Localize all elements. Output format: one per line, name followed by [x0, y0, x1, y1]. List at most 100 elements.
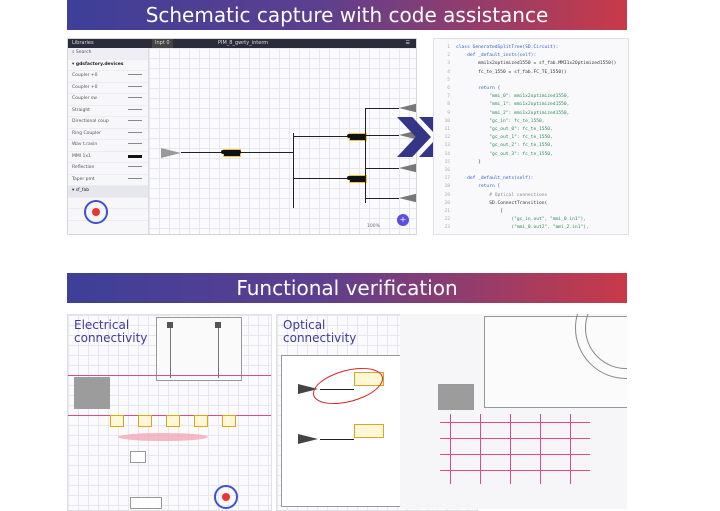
- library-item[interactable]: Directional coup: [68, 117, 148, 129]
- grating-coupler[interactable]: [298, 434, 318, 444]
- wire: [365, 135, 399, 136]
- library-item-label: Taper pmt: [72, 176, 95, 182]
- tab-inpt[interactable]: Inpt 0: [152, 39, 173, 48]
- library-item[interactable]: [68, 198, 148, 209]
- library-section-fab[interactable]: ▾ sf_fab: [68, 186, 148, 198]
- schematic-canvas[interactable]: + 100%: [149, 48, 416, 234]
- trace: [218, 328, 219, 378]
- line-number: 5: [447, 77, 450, 83]
- electrical-label-line2: connectivity: [74, 331, 148, 345]
- library-item[interactable]: [68, 209, 148, 221]
- grating-coupler-out-0[interactable]: [399, 103, 416, 113]
- coupler-symbol-icon: [128, 74, 142, 79]
- library-item[interactable]: Wav t.rasin: [68, 140, 148, 152]
- component-block[interactable]: [166, 415, 180, 427]
- component-block[interactable]: [194, 415, 208, 427]
- code-line: 20 SD.ConnectTransition(: [434, 201, 628, 208]
- wire: [365, 108, 399, 109]
- component-block[interactable]: [138, 415, 152, 427]
- code-text: "gc_out_0": fc_te_1550,: [456, 127, 553, 132]
- optical-label: Optical connectivity: [283, 319, 356, 345]
- line-number: 11: [444, 127, 450, 132]
- line-number: 10: [444, 118, 450, 124]
- component-block[interactable]: [222, 415, 236, 427]
- code-line: 19 # Optical connections: [434, 193, 628, 200]
- code-line: 8 "mmi_1": mmi1x2optimized1550,: [434, 102, 628, 109]
- component-block[interactable]: [110, 415, 124, 427]
- library-item-label: Straight: [72, 107, 90, 113]
- mmi-symbol-icon: [128, 154, 142, 162]
- code-text: "gc_out_2": fc_te_1550,: [456, 143, 553, 149]
- line-number: 18: [444, 184, 450, 190]
- library-item-label: Coupler +0: [72, 84, 98, 90]
- library-item[interactable]: Reflection: [68, 163, 148, 175]
- app-logo-icon: [84, 200, 108, 224]
- pad: [215, 322, 221, 328]
- port-dot: [237, 150, 241, 154]
- library-item-label: Reflection: [72, 165, 95, 170]
- code-line: 14 "gc_out_3": fc_te_1550,: [434, 152, 628, 159]
- verification-banner: Functional verification: [67, 273, 627, 303]
- highlight-net: [68, 375, 271, 376]
- code-text: ("gc_in.out", "mmi_0.in1"),: [456, 217, 586, 223]
- line-number: 4: [447, 69, 450, 75]
- code-line: 2 def _default_insts(self):: [434, 53, 628, 60]
- coupler-symbol-icon: [128, 120, 142, 125]
- straight-symbol-icon: [128, 108, 142, 114]
- zoom-level[interactable]: 100%: [367, 224, 380, 229]
- line-number: 9: [447, 110, 450, 116]
- code-line: 18 return [: [434, 184, 628, 191]
- line-number: 22: [444, 217, 450, 223]
- line-number: 3: [447, 61, 450, 67]
- library-item[interactable]: Straight: [68, 106, 148, 117]
- search-input[interactable]: ⌕ Search: [68, 48, 148, 60]
- plus-icon: +: [399, 215, 407, 224]
- wire: [293, 133, 294, 208]
- electrical-label-line1: Electrical: [74, 318, 130, 332]
- grating-coupler-out-2[interactable]: [399, 163, 416, 173]
- wire: [365, 198, 399, 199]
- waveguide-mesh: [440, 422, 590, 423]
- library-section-devices[interactable]: ▾ gdsfactory.devices: [68, 60, 148, 71]
- menu-icon[interactable]: ☰: [405, 40, 410, 46]
- library-sidebar: ⌕ Search ▾ gdsfactory.devices Coupler +0…: [68, 48, 149, 234]
- code-text: "gc_out_3": fc_te_1550,: [456, 151, 553, 157]
- search-icon: ⌕: [72, 50, 75, 55]
- library-item[interactable]: Coupler +0: [68, 71, 148, 83]
- library-item[interactable]: Taper pmt: [68, 175, 148, 186]
- component-block[interactable]: [130, 497, 162, 509]
- code-text: mmi1x2optimized1550 = sf_fab.MMI1x2Optim…: [456, 61, 617, 67]
- code-text: def _default_nets(self):: [456, 176, 534, 182]
- code-text: return [: [456, 184, 501, 190]
- line-number: 15: [444, 159, 450, 165]
- code-line: 17 def _default_nets(self):: [434, 176, 628, 183]
- code-text: "mmi_2": mmi1x2optimized1550,: [456, 110, 570, 116]
- optical-schematic: [281, 355, 409, 507]
- code-text: class GeneratedSplitTree(SD.Circuit):: [456, 45, 559, 50]
- chevron-down-icon: ▾: [72, 188, 75, 193]
- schematic-banner: Schematic capture with code assistance: [67, 0, 627, 30]
- library-item-label: Wav t.rasin: [72, 142, 98, 147]
- schematic-banner-text: Schematic capture with code assistance: [145, 3, 549, 27]
- library-item[interactable]: Ring Coupler: [68, 129, 148, 140]
- waveguide-mesh: [540, 414, 541, 484]
- coupler-symbol-icon: [128, 85, 142, 91]
- code-text: # Optical connections: [456, 192, 548, 198]
- port-dot: [347, 134, 351, 138]
- library-item[interactable]: MMI 1x1: [68, 152, 148, 163]
- ring-symbol-icon: [128, 131, 142, 137]
- library-item[interactable]: Coupler sw: [68, 94, 148, 106]
- library-item[interactable]: Coupler +0: [68, 83, 148, 94]
- port-dot: [221, 150, 225, 154]
- line-number: 13: [444, 143, 450, 149]
- component-block[interactable]: [354, 372, 384, 386]
- grating-coupler-input[interactable]: [161, 148, 181, 158]
- code-line: 23 ("mmi_0.out2", "mmi_2.in1"),: [434, 225, 628, 232]
- grating-coupler-out-3[interactable]: [399, 193, 416, 203]
- grating-coupler-out-1[interactable]: [399, 130, 416, 140]
- add-component-button[interactable]: +: [397, 214, 409, 226]
- code-line: 11 "gc_out_0": fc_te_1550,: [434, 127, 628, 134]
- component-block[interactable]: [130, 451, 146, 463]
- component-block[interactable]: [354, 424, 384, 438]
